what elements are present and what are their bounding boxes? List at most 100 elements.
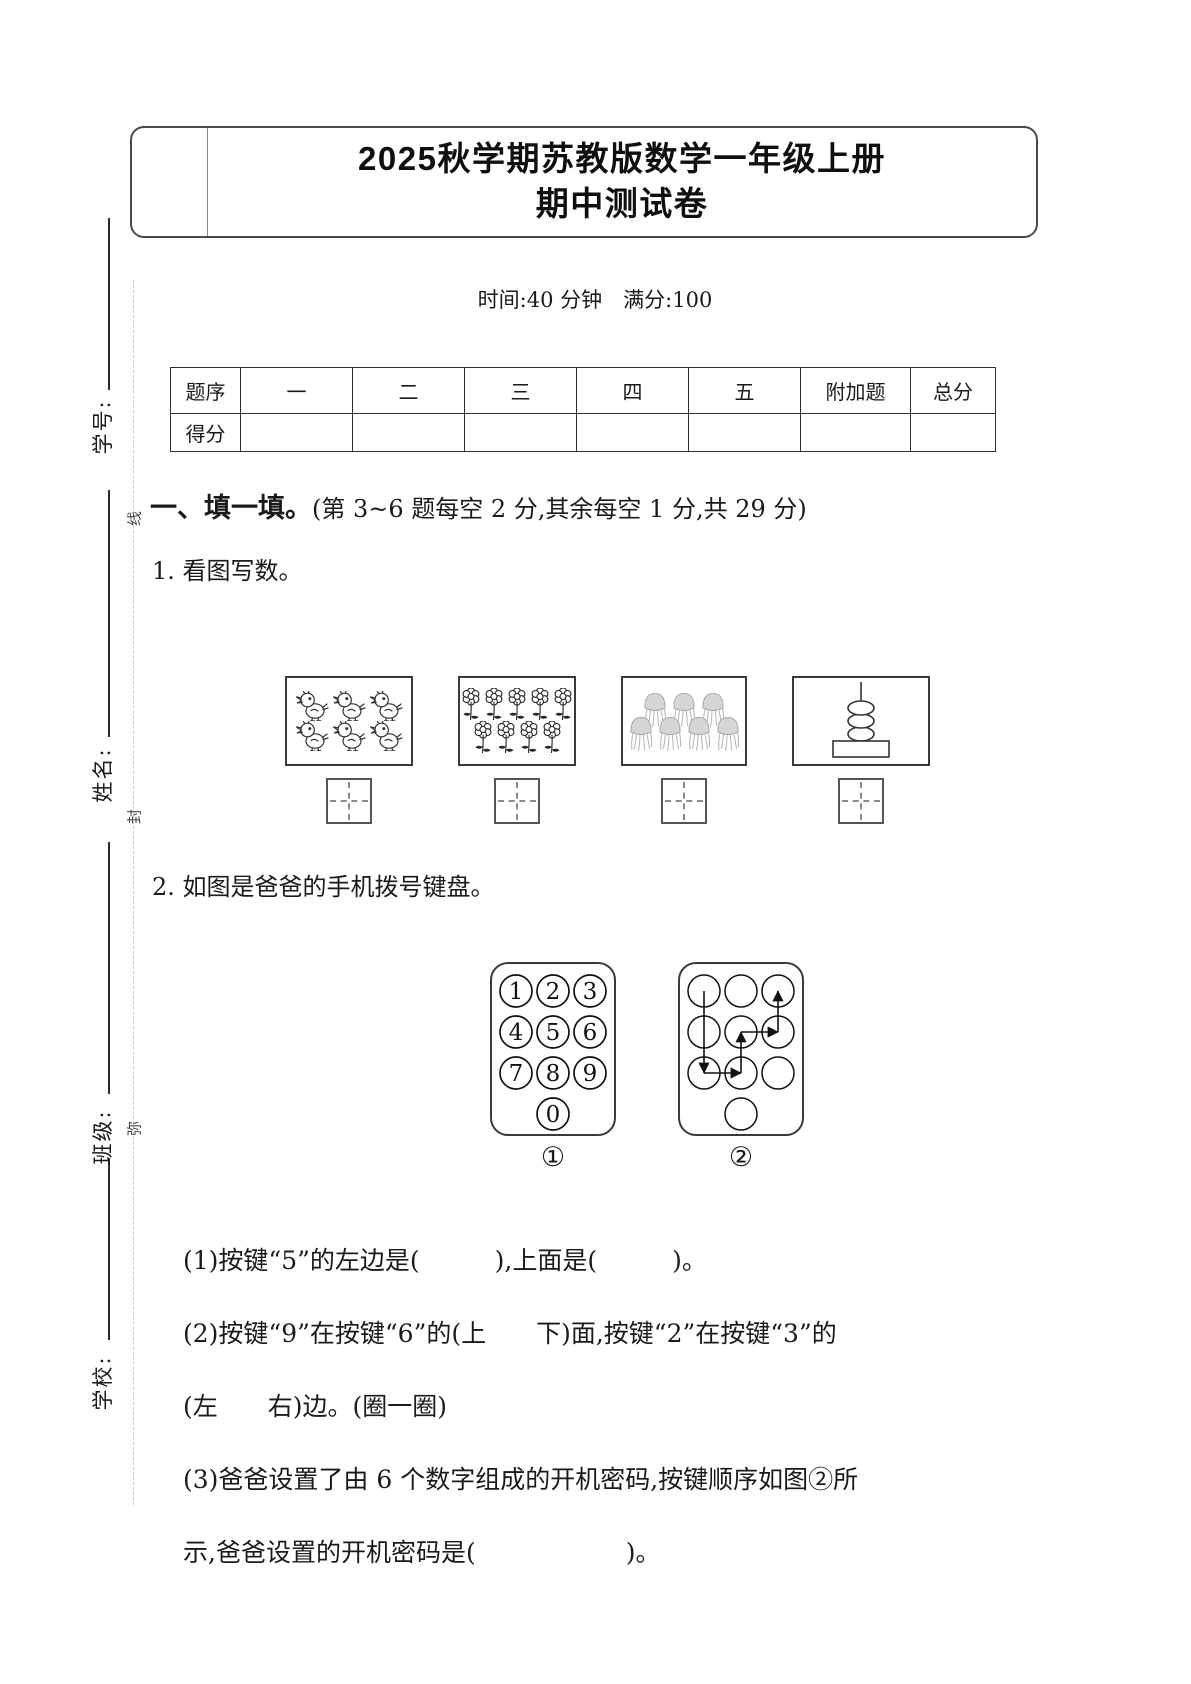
keypad-pattern-svg bbox=[687, 974, 795, 1131]
answer-grid bbox=[661, 778, 707, 824]
answer-grid bbox=[494, 778, 540, 824]
svg-text:5: 5 bbox=[546, 1020, 561, 1046]
q2-part3-line: (3)爸爸设置了由 6 个数字组成的开机密码,按键顺序如图②所 bbox=[183, 1464, 859, 1494]
svg-text:8: 8 bbox=[546, 1061, 561, 1087]
score-table-score-cell bbox=[576, 413, 689, 452]
margin-label-student-id: 学号: bbox=[91, 399, 115, 455]
svg-text:9: 9 bbox=[583, 1061, 598, 1087]
keypad-label-2: ② bbox=[728, 1142, 754, 1173]
seal-char: 弥 bbox=[125, 1121, 144, 1137]
q2-part2-line: (2)按键“9”在按键“6”的(上 下)面,按键“2”在按键“3”的 bbox=[183, 1318, 837, 1348]
keypad-key-6: 6 bbox=[573, 1015, 607, 1049]
flower-icon bbox=[531, 688, 549, 721]
score-table-column-header: 一 bbox=[240, 367, 353, 414]
picture-box-abacus bbox=[792, 676, 930, 824]
q2-part2-line: (左 右)边。(圈一圈) bbox=[183, 1391, 448, 1421]
flower-icon bbox=[543, 721, 560, 754]
score-table-header-row: 题序 一二三四五附加题总分 bbox=[170, 367, 996, 414]
picture-box-chick bbox=[285, 676, 413, 824]
svg-text:4: 4 bbox=[509, 1020, 524, 1046]
keypad-key-3: 3 bbox=[573, 974, 607, 1008]
margin-label-class: 班级: bbox=[91, 1109, 115, 1165]
answer-grid bbox=[326, 778, 372, 824]
keypad-key-4: 4 bbox=[499, 1015, 533, 1049]
flower-picture-frame bbox=[458, 676, 576, 766]
score-table-column-header: 四 bbox=[576, 367, 689, 414]
seal-char: 线 bbox=[125, 511, 144, 527]
score-table-score-row: 得分 bbox=[170, 413, 996, 452]
score-table-column-header: 总分 bbox=[910, 367, 996, 414]
score-table-column-header: 三 bbox=[464, 367, 577, 414]
picture-box-flower bbox=[458, 676, 576, 824]
score-table-score-cell bbox=[240, 413, 353, 452]
section-one-heading: 一、填一填。(第 3~6 题每空 2 分,其余每空 1 分,共 29 分) bbox=[150, 486, 807, 525]
q2-prompt: 2. 如图是爸爸的手机拨号键盘。 bbox=[152, 873, 495, 901]
jellyfish-icon bbox=[687, 717, 710, 752]
paper-meta: 时间:40 分钟 满分:100 bbox=[477, 288, 713, 312]
svg-text:0: 0 bbox=[546, 1102, 561, 1128]
q2-part1-line: (1)按键“5”的左边是( ),上面是( )。 bbox=[183, 1245, 707, 1275]
score-table-score-cell bbox=[800, 413, 911, 452]
flower-icon bbox=[554, 688, 572, 721]
answer-grid bbox=[838, 778, 884, 824]
seal-char: 封 bbox=[125, 809, 144, 825]
paper-title-line1: 2025秋学期苏教版数学一年级上册 bbox=[358, 140, 886, 178]
margin-writing-line bbox=[108, 842, 110, 1094]
keypad-pattern bbox=[678, 962, 804, 1136]
abacus-picture-frame bbox=[792, 676, 930, 766]
chick-picture-frame bbox=[285, 676, 413, 766]
score-table-row-label: 得分 bbox=[170, 413, 241, 452]
score-table-column-header: 附加题 bbox=[800, 367, 911, 414]
keypad-key-7: 7 bbox=[499, 1056, 533, 1090]
score-table-score-cell bbox=[910, 413, 996, 452]
title-box-divider bbox=[207, 128, 208, 236]
q2-part3-line: 示,爸爸设置的开机密码是( )。 bbox=[183, 1537, 661, 1567]
score-table-score-cell bbox=[688, 413, 801, 452]
pattern-circle-9 bbox=[761, 1056, 795, 1090]
keypad-key-1: 1 bbox=[499, 974, 533, 1008]
flower-icon bbox=[462, 688, 480, 721]
abacus-figure bbox=[832, 682, 890, 758]
keypad-key-2: 2 bbox=[536, 974, 570, 1008]
pattern-circle-2 bbox=[724, 974, 758, 1008]
q1-prompt: 1. 看图写数。 bbox=[152, 557, 303, 585]
chick-icon bbox=[295, 721, 329, 751]
keypad-label-1: ① bbox=[540, 1142, 566, 1173]
margin-writing-line bbox=[108, 490, 110, 737]
svg-text:7: 7 bbox=[509, 1061, 524, 1087]
flower-icon bbox=[474, 721, 491, 754]
keypad-key-0: 0 bbox=[536, 1097, 570, 1131]
svg-text:2: 2 bbox=[546, 979, 561, 1005]
flower-icon bbox=[508, 688, 526, 721]
flower-icon bbox=[497, 721, 514, 754]
margin-label-school: 学校: bbox=[91, 1355, 115, 1411]
chick-icon bbox=[332, 691, 366, 721]
jellyfish-icon bbox=[629, 717, 652, 752]
margin-writing-line bbox=[108, 1158, 110, 1340]
picture-boxes-row bbox=[285, 676, 930, 824]
chick-icon bbox=[332, 721, 366, 751]
margin-writing-line bbox=[108, 218, 110, 390]
score-table-column-header: 二 bbox=[352, 367, 465, 414]
chick-icon bbox=[369, 721, 403, 751]
svg-text:3: 3 bbox=[583, 979, 598, 1005]
q2-parts: (1)按键“5”的左边是( ),上面是( )。 (2)按键“9”在按键“6”的(上… bbox=[183, 1222, 1053, 1587]
score-table: 题序 一二三四五附加题总分 得分 bbox=[170, 367, 996, 452]
margin-label-name: 姓名: bbox=[91, 747, 115, 803]
flower-icon bbox=[520, 721, 537, 754]
flower-icon bbox=[485, 688, 503, 721]
chick-icon bbox=[369, 691, 403, 721]
seal-dashed-line bbox=[133, 280, 134, 1505]
title-box: 2025秋学期苏教版数学一年级上册 期中测试卷 bbox=[130, 126, 1038, 238]
paper-title-line2: 期中测试卷 bbox=[535, 185, 709, 222]
keypad-key-9: 9 bbox=[573, 1056, 607, 1090]
chick-icon bbox=[295, 691, 329, 721]
svg-text:1: 1 bbox=[509, 979, 524, 1005]
picture-box-jellyfish bbox=[621, 676, 747, 824]
section-one-title: 一、填一填。 bbox=[150, 493, 312, 523]
score-table-corner: 题序 bbox=[170, 367, 241, 414]
score-table-column-header: 五 bbox=[688, 367, 801, 414]
